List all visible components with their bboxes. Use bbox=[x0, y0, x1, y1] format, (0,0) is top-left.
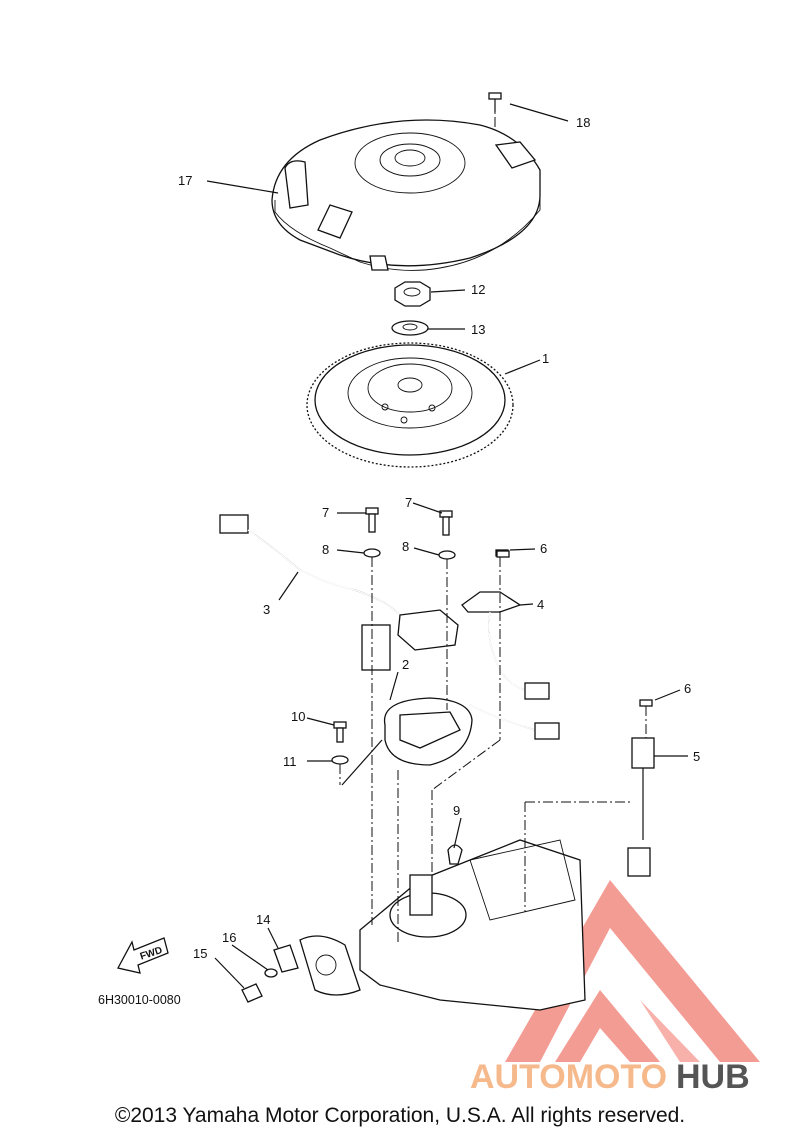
callout-2: 2 bbox=[402, 657, 409, 672]
callout-14: 14 bbox=[256, 912, 270, 927]
assembly-lines bbox=[339, 557, 647, 945]
part-5-sensor bbox=[627, 737, 655, 877]
part-7-bolt-right bbox=[439, 510, 453, 536]
part-2-stator bbox=[383, 697, 560, 766]
part-11-key bbox=[447, 844, 463, 865]
callout-9: 10 bbox=[291, 709, 305, 724]
watermark-text: AUTOMOTO HUB bbox=[470, 1058, 750, 1096]
callout-labels: 18 17 12 13 1 7 7 8 8 6 4 3 2 6 10 5 11 … bbox=[178, 115, 700, 961]
part-8-washer-right bbox=[438, 550, 456, 560]
copyright-notice: ©2013 Yamaha Motor Corporation, U.S.A. A… bbox=[114, 1104, 686, 1127]
part-17-flywheel-cover bbox=[271, 119, 541, 271]
part-13-washer bbox=[391, 320, 429, 336]
callout-17: 17 bbox=[178, 173, 192, 188]
part-9-screw bbox=[333, 721, 347, 743]
engine-block bbox=[299, 839, 586, 1011]
part-15-bolt bbox=[241, 983, 263, 1003]
callout-6a: 6 bbox=[540, 541, 547, 556]
part-1-flywheel bbox=[306, 342, 514, 468]
callout-7a: 7 bbox=[322, 505, 329, 520]
callout-4: 4 bbox=[537, 597, 544, 612]
callout-10: 11 bbox=[283, 754, 297, 769]
part-3-rectifier-harness bbox=[219, 514, 459, 671]
part-16-washer bbox=[264, 968, 278, 978]
part-6-screw-lower bbox=[639, 699, 653, 707]
part-7-bolt-left bbox=[365, 507, 379, 533]
leader-lines bbox=[206, 103, 688, 989]
callout-1: 1 bbox=[542, 351, 549, 366]
callout-3: 3 bbox=[263, 602, 270, 617]
callout-8a: 8 bbox=[322, 542, 329, 557]
callout-15: 15 bbox=[193, 946, 207, 961]
part-14-bracket bbox=[273, 944, 299, 973]
diagram-code: 6H30010-0080 bbox=[98, 993, 181, 1007]
callout-5: 5 bbox=[693, 749, 700, 764]
part-18-screw bbox=[488, 92, 502, 140]
watermark-text-left: AUTOMOTO bbox=[470, 1058, 667, 1096]
callout-16: 16 bbox=[222, 930, 236, 945]
part-10-washer bbox=[331, 755, 349, 765]
callout-7b: 7 bbox=[405, 495, 412, 510]
part-8-washer-left bbox=[363, 548, 381, 558]
part-6-screw-upper bbox=[496, 550, 510, 558]
callout-8b: 8 bbox=[402, 539, 409, 554]
callout-6b: 6 bbox=[684, 681, 691, 696]
callout-13: 13 bbox=[471, 322, 485, 337]
watermark-logo-icon bbox=[505, 880, 760, 1062]
callout-11: 9 bbox=[453, 803, 460, 818]
part-12-nut bbox=[394, 281, 431, 307]
callout-12: 12 bbox=[471, 282, 485, 297]
part-4-pulser-coil bbox=[461, 549, 550, 700]
watermark-text-right: HUB bbox=[676, 1058, 750, 1096]
callout-18: 18 bbox=[576, 115, 590, 130]
fwd-arrow-icon: FWD bbox=[117, 937, 169, 974]
